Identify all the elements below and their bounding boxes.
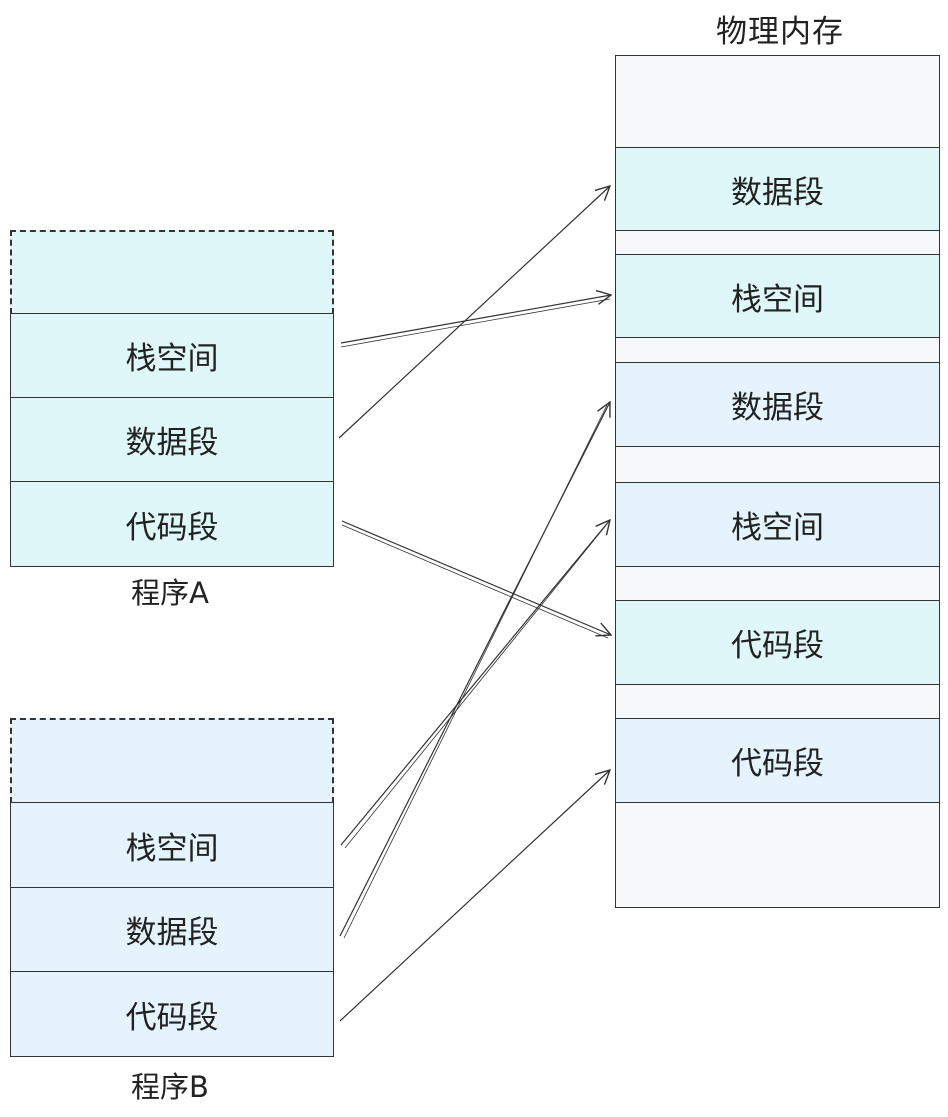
program-a-free-space bbox=[10, 230, 334, 314]
program-a-segment: 代码段 bbox=[10, 481, 334, 567]
memory-free-block bbox=[615, 802, 940, 908]
physical-memory-title: 物理内存 bbox=[716, 14, 844, 50]
program-a-segment: 栈空间 bbox=[10, 313, 334, 398]
arrow-b-stack-to-memory-echo bbox=[344, 523, 608, 849]
memory-segment: 栈空间 bbox=[615, 254, 940, 338]
memory-segment: 数据段 bbox=[615, 147, 940, 231]
memory-free-block bbox=[615, 55, 940, 148]
arrow-b-data-to-memory-echo bbox=[343, 404, 608, 939]
memory-segment: 栈空间 bbox=[615, 482, 940, 567]
memory-segment: 数据段 bbox=[615, 362, 940, 447]
arrow-a-data-to-memory bbox=[338, 186, 610, 439]
arrow-a-stack-to-memory bbox=[340, 295, 611, 344]
program-b-label: 程序B bbox=[131, 1070, 209, 1104]
program-b-segment: 数据段 bbox=[10, 887, 334, 972]
program-b-free-space bbox=[10, 718, 334, 803]
arrow-b-code-to-memory bbox=[339, 770, 610, 1022]
memory-free-block bbox=[615, 684, 940, 719]
program-a-segment: 数据段 bbox=[10, 397, 334, 482]
arrow-b-stack-to-memory bbox=[340, 520, 610, 846]
program-b-segment: 代码段 bbox=[10, 971, 334, 1057]
memory-segment: 代码段 bbox=[615, 718, 940, 803]
program-a-label: 程序A bbox=[131, 576, 209, 610]
memory-free-block bbox=[615, 337, 940, 363]
memory-segment: 代码段 bbox=[615, 600, 940, 685]
arrow-a-code-to-memory bbox=[341, 520, 611, 635]
memory-free-block bbox=[615, 446, 940, 483]
program-b-segment: 栈空间 bbox=[10, 802, 334, 888]
arrow-b-data-to-memory bbox=[339, 402, 610, 937]
arrow-a-stack-to-memory-echo bbox=[340, 298, 611, 348]
memory-free-block bbox=[615, 566, 940, 601]
memory-free-block bbox=[615, 230, 940, 255]
arrow-a-code-to-memory-echo bbox=[341, 524, 609, 639]
